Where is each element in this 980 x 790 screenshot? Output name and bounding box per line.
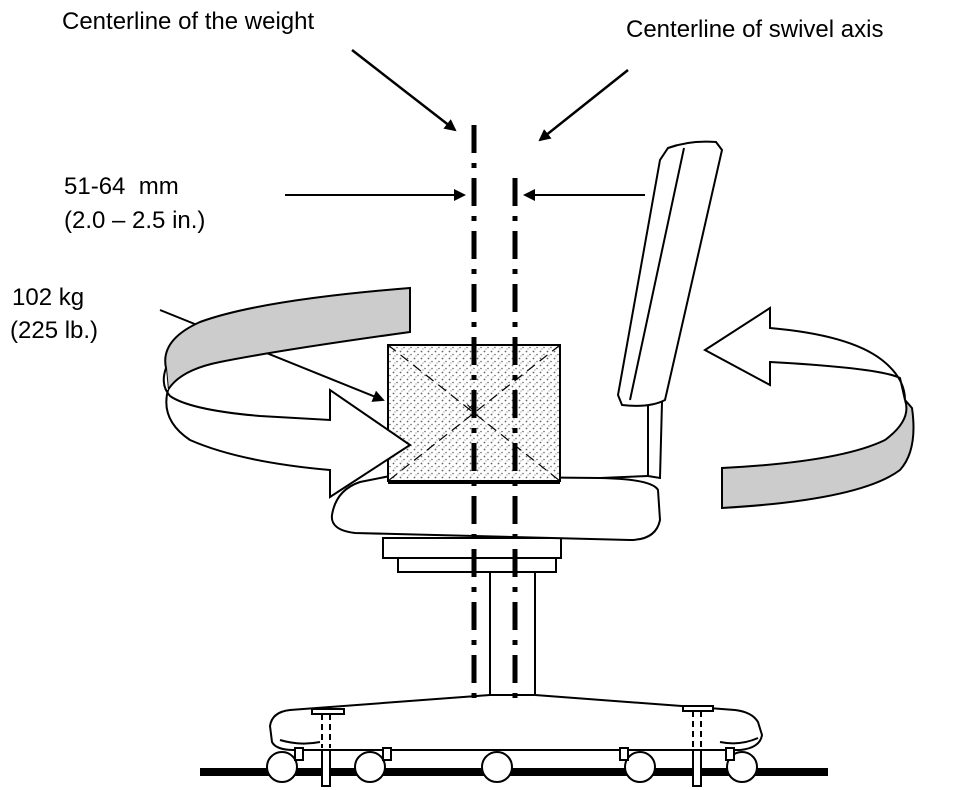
offset-imperial-label: (2.0 – 2.5 in.)	[64, 207, 206, 234]
mass-metric-label: 102 kg	[12, 284, 85, 311]
weight-centerline-leader	[351, 49, 457, 132]
weight-diagonals	[387, 344, 561, 482]
chair-base	[268, 694, 764, 751]
seat-plate	[397, 557, 557, 573]
mass-imperial-label: (225 lb.)	[10, 317, 99, 344]
swivel-centerline-leader	[538, 69, 629, 142]
seat-cushion	[330, 474, 662, 542]
left-rotation-arrow	[162, 286, 412, 499]
offset-metric-label: 51-64 mm	[64, 173, 179, 200]
weight-centerline-label: Centerline of the weight	[62, 8, 315, 35]
casters	[266, 747, 758, 787]
backrest-support	[599, 401, 664, 480]
floor-line	[200, 768, 828, 776]
leveling-studs	[311, 705, 714, 748]
right-rotation-arrow	[703, 306, 915, 510]
swivel-centerline-label: Centerline of swivel axis	[626, 16, 884, 43]
weight-center-mark: ×	[466, 399, 474, 415]
chair-backrest	[616, 140, 724, 407]
